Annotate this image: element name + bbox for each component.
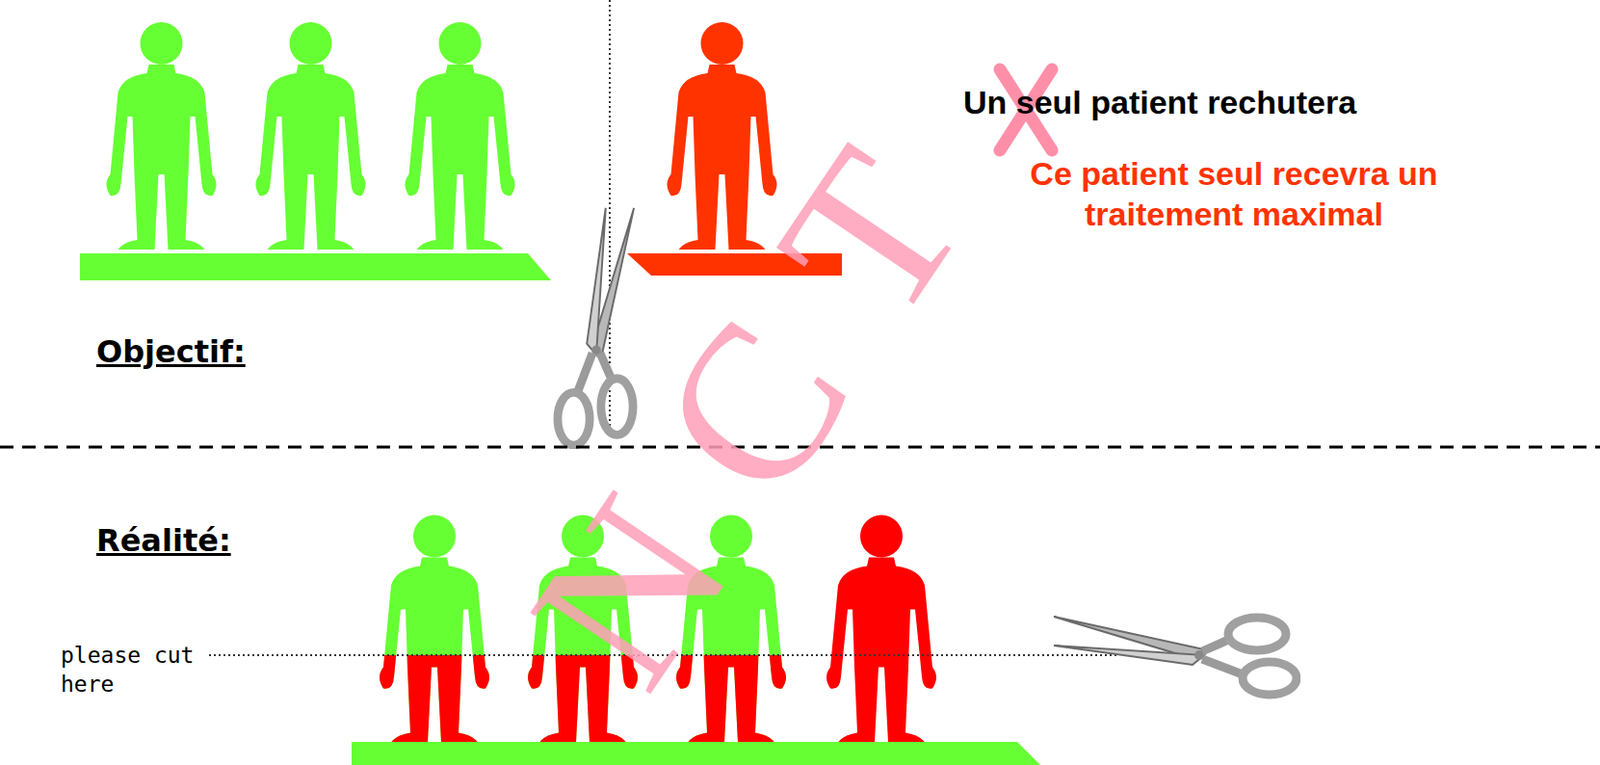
cut-instruction: please cut here	[60, 640, 254, 699]
treatment-note: Ce patient seul recevra un traitement ma…	[1002, 153, 1466, 235]
cut-line	[209, 654, 1118, 656]
separator	[0, 445, 1600, 449]
section-heading: Objectif:	[96, 332, 347, 371]
scissors	[557, 208, 634, 446]
healthy-figures	[106, 22, 516, 250]
green-base	[351, 741, 1041, 765]
reality-figures	[379, 515, 937, 743]
section-heading: Réalité:	[96, 521, 347, 560]
scissors	[1053, 616, 1297, 695]
orange-base	[627, 253, 842, 276]
green-base	[79, 253, 551, 281]
relapse-figure	[667, 22, 778, 250]
watermark: NCT	[493, 60, 1038, 720]
outcome-note: Un seul patient rechutera	[963, 82, 1465, 122]
